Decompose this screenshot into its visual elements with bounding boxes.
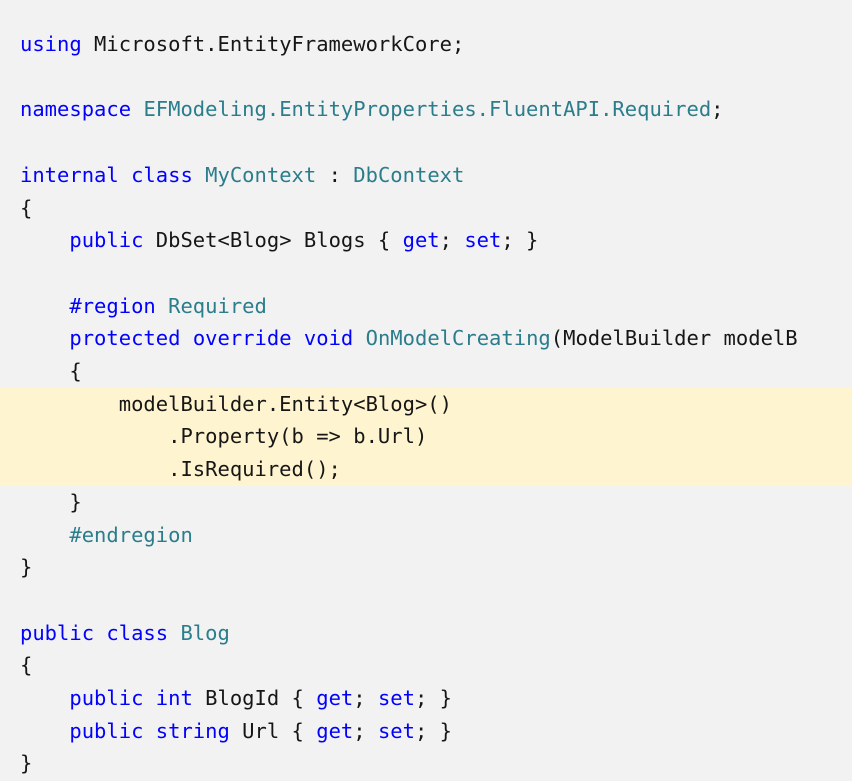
code-token: } bbox=[20, 751, 33, 776]
code-line: using Microsoft.EntityFrameworkCore; bbox=[0, 28, 852, 61]
code-token: public bbox=[69, 718, 144, 743]
code-token: public bbox=[69, 686, 144, 710]
code-token: #region bbox=[69, 293, 156, 318]
code-token: .Property(b => b.Url) bbox=[20, 424, 428, 449]
code-token: { bbox=[20, 653, 33, 678]
code-token: #endregion bbox=[69, 522, 193, 547]
code-token: } bbox=[20, 555, 33, 580]
code-token: Microsoft.EntityFrameworkCore; bbox=[81, 32, 465, 56]
code-token bbox=[119, 163, 131, 187]
code-line bbox=[0, 126, 852, 159]
code-line: { bbox=[0, 192, 852, 225]
code-token bbox=[156, 294, 168, 318]
code-token: : bbox=[316, 162, 354, 187]
code-token: { bbox=[20, 359, 82, 383]
code-token bbox=[292, 326, 304, 350]
code-token: ; } bbox=[501, 228, 539, 253]
code-token: override bbox=[192, 326, 292, 351]
code-token bbox=[168, 621, 180, 645]
code-line: } bbox=[0, 747, 852, 780]
code-token: int bbox=[155, 686, 193, 710]
code-line: public string Url { get; set; } bbox=[0, 715, 852, 748]
code-token: Blog bbox=[180, 620, 230, 645]
code-token: (ModelBuilder modelB bbox=[550, 326, 798, 351]
code-token bbox=[131, 97, 143, 121]
code-token: public bbox=[20, 620, 95, 645]
code-line: modelBuilder.Entity<Blog>() bbox=[0, 387, 852, 421]
code-token: get bbox=[402, 228, 440, 253]
code-token: get bbox=[316, 718, 354, 743]
code-token: internal bbox=[20, 162, 119, 187]
code-token: DbSet<Blog> Blogs { bbox=[143, 228, 403, 253]
code-token bbox=[94, 621, 106, 645]
code-token: .IsRequired(); bbox=[20, 457, 341, 482]
code-token: MyContext bbox=[205, 162, 317, 187]
code-token: public bbox=[69, 228, 144, 253]
code-token: ; bbox=[353, 686, 378, 710]
code-line: .IsRequired(); bbox=[0, 453, 852, 486]
code-token: BlogId { bbox=[192, 686, 317, 710]
code-line bbox=[0, 61, 852, 94]
code-token bbox=[180, 326, 192, 350]
code-token bbox=[20, 686, 69, 710]
code-token: OnModelCreating bbox=[365, 326, 551, 351]
code-token bbox=[143, 686, 155, 710]
code-token: set bbox=[464, 228, 502, 253]
code-token bbox=[193, 163, 205, 187]
code-token: ; bbox=[711, 97, 724, 122]
code-token: ; } bbox=[415, 718, 453, 743]
code-token: Required bbox=[168, 293, 267, 318]
code-line: internal class MyContext : DbContext bbox=[0, 159, 852, 192]
code-token: protected bbox=[69, 326, 181, 351]
code-token: using bbox=[20, 32, 82, 56]
code-token: modelBuilder.Entity<Blog>() bbox=[20, 391, 452, 416]
code-token bbox=[20, 719, 69, 743]
code-line: { bbox=[0, 355, 852, 388]
code-token: namespace bbox=[20, 97, 132, 122]
code-line: public int BlogId { get; set; } bbox=[0, 682, 852, 715]
code-line bbox=[0, 584, 852, 617]
code-token: DbContext bbox=[353, 162, 465, 187]
code-token: } bbox=[20, 489, 82, 514]
code-line: .Property(b => b.Url) bbox=[0, 420, 852, 454]
code-line: public class Blog bbox=[0, 617, 852, 650]
code-line: } bbox=[0, 551, 852, 584]
code-token bbox=[143, 719, 155, 743]
code-token bbox=[20, 294, 69, 318]
code-line: namespace EFModeling.EntityProperties.Fl… bbox=[0, 93, 852, 126]
code-token: ; bbox=[439, 228, 465, 253]
code-line: } bbox=[0, 486, 852, 519]
code-token: EFModeling.EntityProperties.FluentAPI.Re… bbox=[143, 97, 712, 122]
code-token: void bbox=[303, 326, 354, 351]
code-token: get bbox=[316, 686, 354, 710]
code-token: set bbox=[377, 718, 415, 743]
code-token: set bbox=[377, 686, 415, 710]
code-line: #region Required bbox=[0, 290, 852, 323]
code-line: public DbSet<Blog> Blogs { get; set; } bbox=[0, 224, 852, 257]
code-token bbox=[20, 228, 69, 252]
code-token: ; bbox=[353, 718, 378, 743]
code-token: Url { bbox=[229, 718, 317, 743]
code-token bbox=[20, 326, 69, 350]
code-line bbox=[0, 257, 852, 290]
code-line: protected override void OnModelCreating(… bbox=[0, 322, 852, 355]
code-token bbox=[353, 326, 365, 350]
code-line: { bbox=[0, 649, 852, 682]
code-token: class bbox=[131, 162, 193, 187]
code-line: #endregion bbox=[0, 519, 852, 552]
code-token: class bbox=[106, 620, 169, 645]
code-token: ; } bbox=[414, 686, 453, 710]
code-token: { bbox=[20, 195, 33, 220]
code-token bbox=[20, 523, 69, 547]
code-token: string bbox=[155, 718, 230, 743]
